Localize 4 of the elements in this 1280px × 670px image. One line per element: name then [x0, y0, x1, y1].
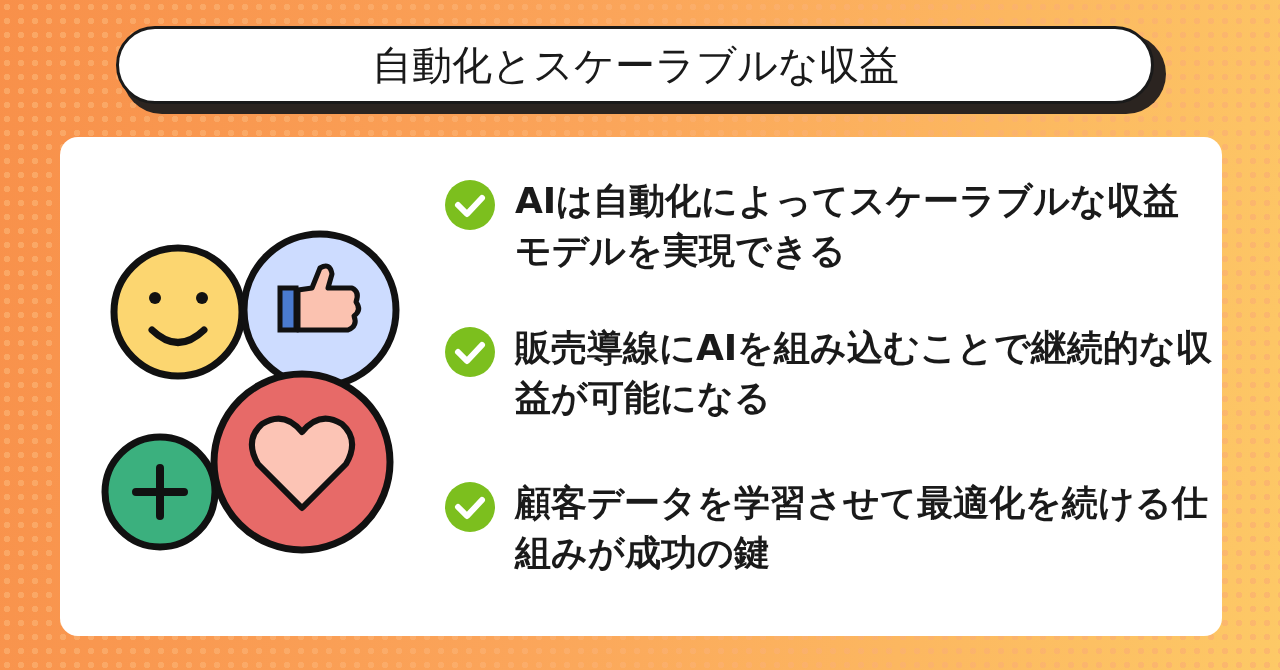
bullet-text: 顧客データを学習させて最適化を続ける仕組みが成功の鍵 [515, 481, 1209, 576]
bullet-text: AIは自動化によってスケーラブルな収益モデルを実現できる [515, 179, 1181, 274]
title-banner: 自動化とスケーラブルな収益 [116, 26, 1154, 104]
bullet-text: 販売導線にAIを組み込むことで継続的な収益が可能になる [515, 326, 1214, 421]
